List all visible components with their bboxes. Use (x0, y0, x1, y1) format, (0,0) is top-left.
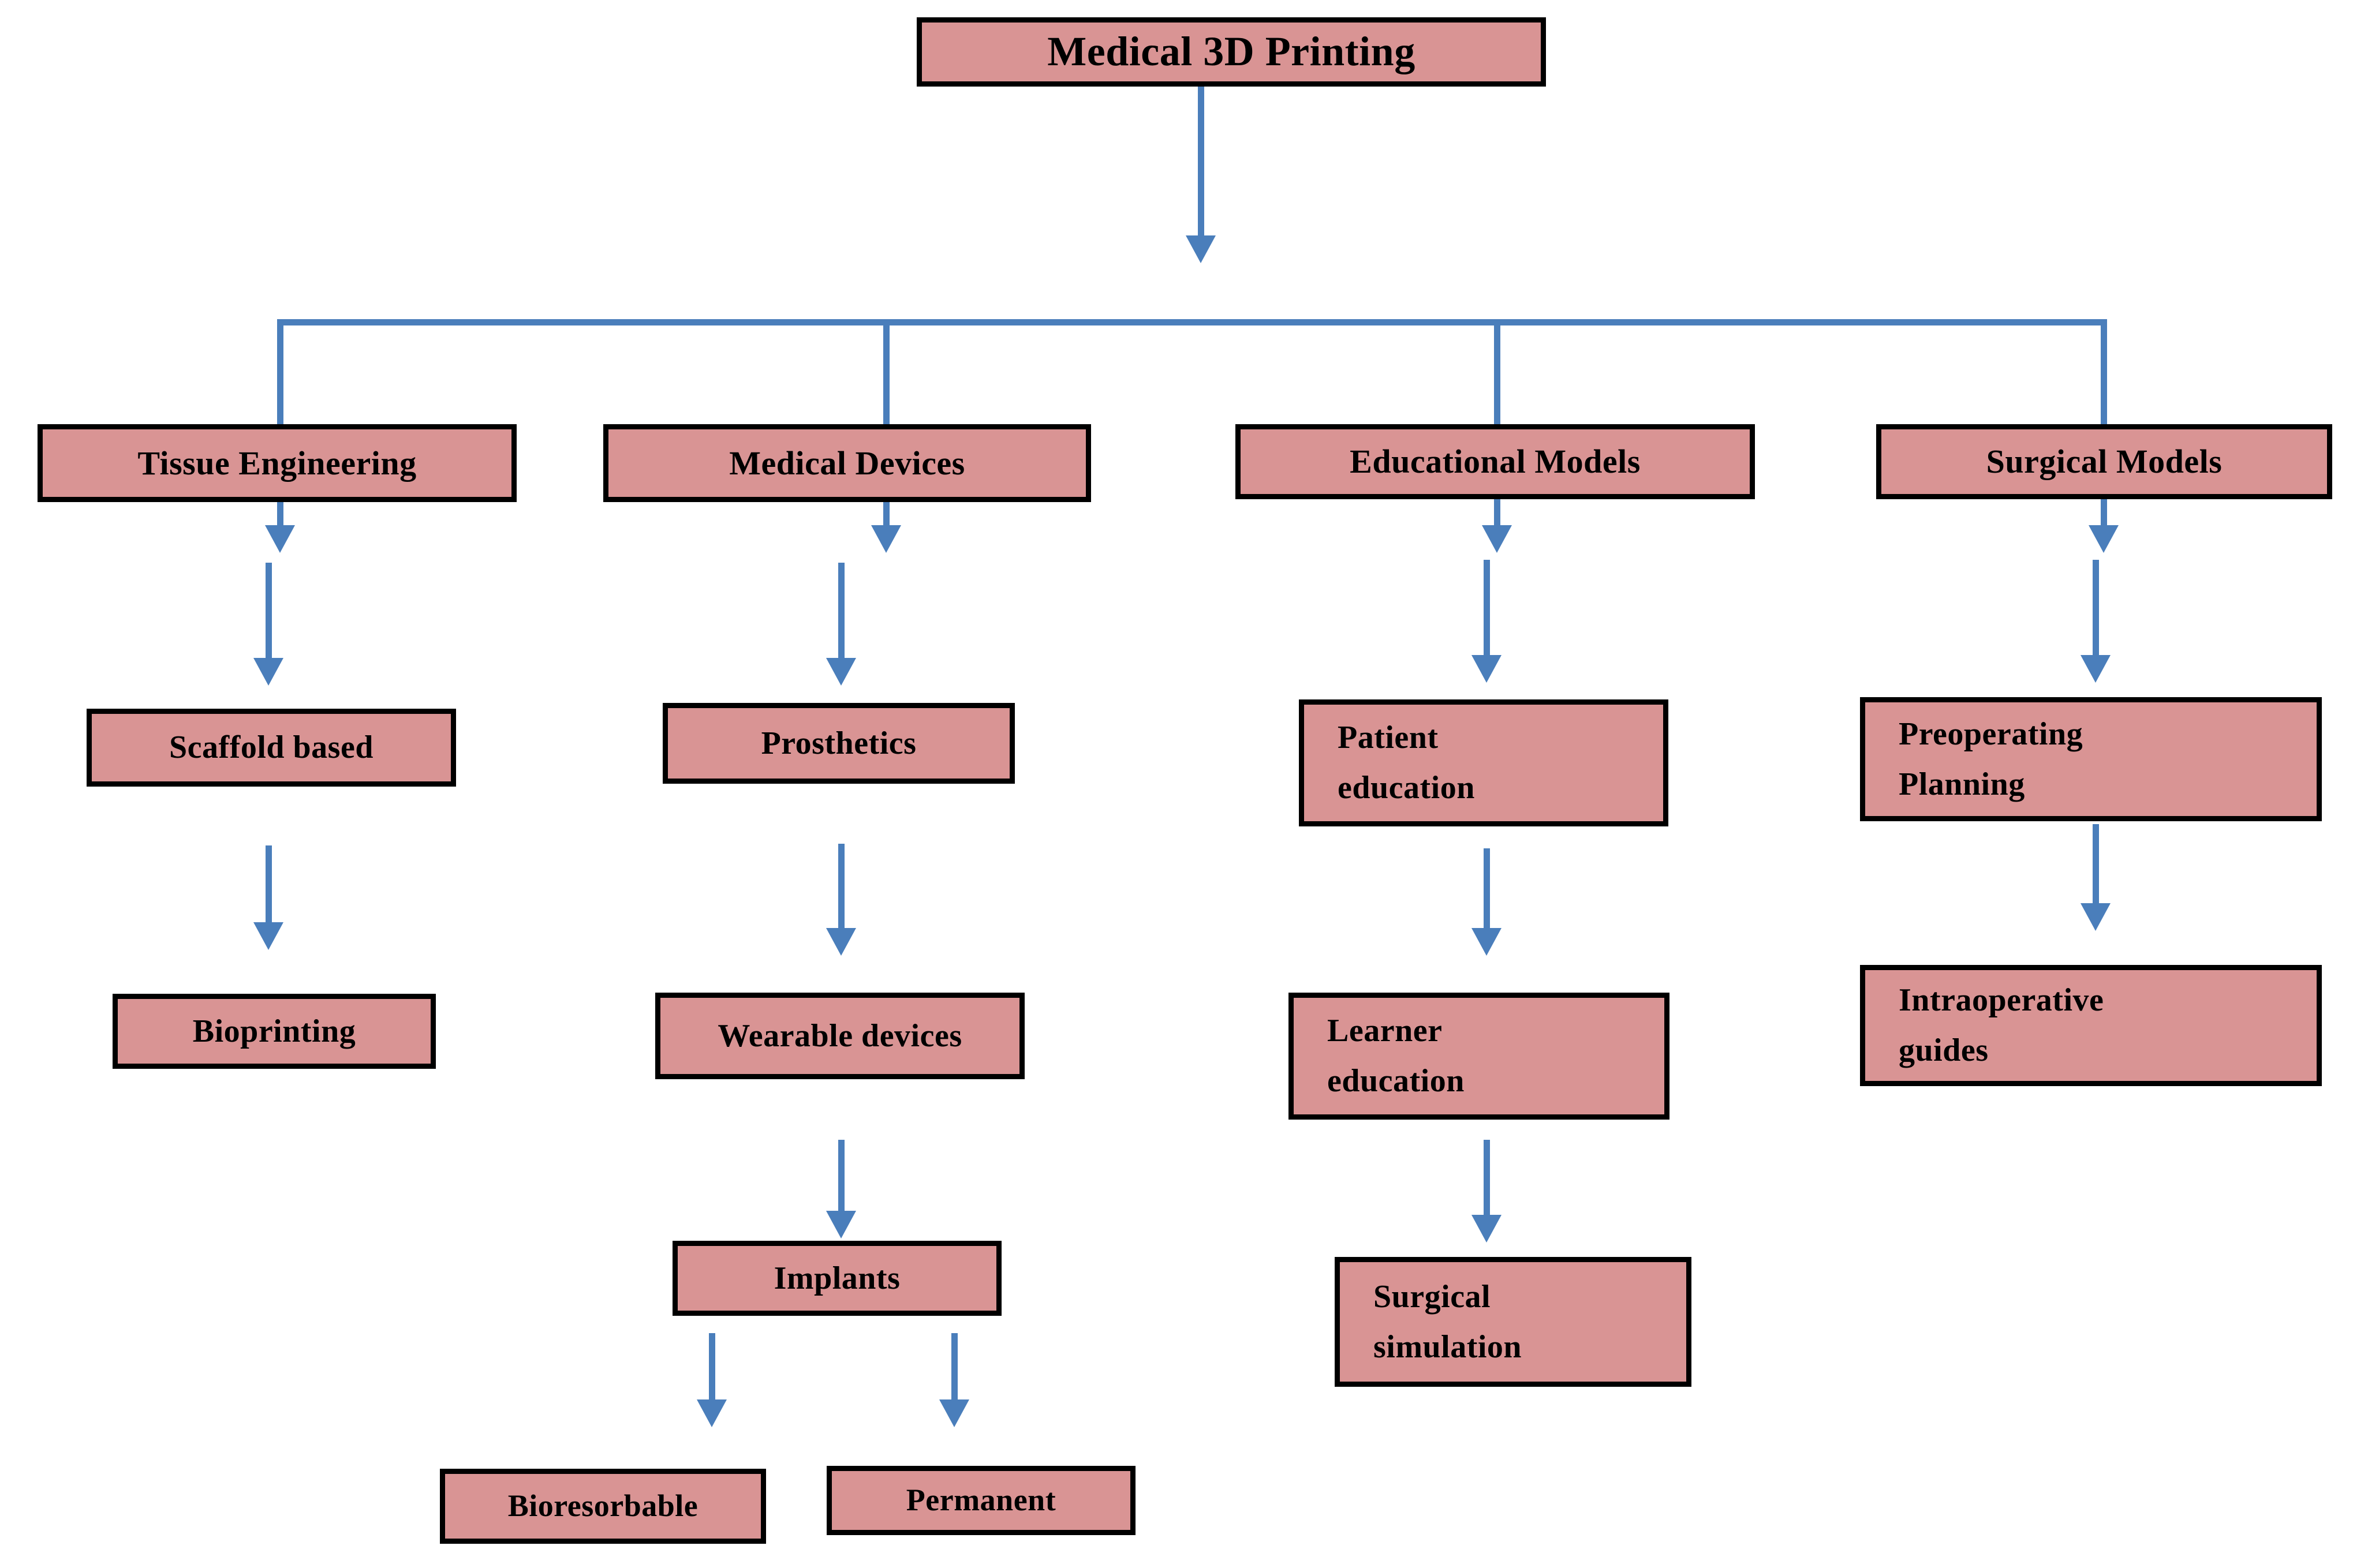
node-label: Prosthetics (761, 725, 917, 761)
node-label: Bioresorbable (507, 1488, 699, 1524)
node-preoperating-planning[interactable]: Preoperating Planning (1860, 697, 2322, 821)
arrowhead-devices-to-prosthetics (826, 658, 856, 686)
node-tissue-engineering[interactable]: Tissue Engineering (38, 424, 517, 502)
connector-education-to-patient (1484, 560, 1490, 664)
node-label: Implants (774, 1260, 901, 1296)
arrowhead-implants-to-permanent (939, 1399, 969, 1427)
node-label: Preoperating Planning (1899, 716, 2083, 802)
node-label: Medical 3D Printing (1047, 28, 1415, 75)
node-label: Surgical Models (1986, 443, 2223, 481)
arrowhead-root-stem (1186, 235, 1216, 263)
arrowhead-scaffold-to-bioprinting (253, 922, 283, 950)
node-label: Educational Models (1350, 443, 1641, 481)
node-label: Intraoperative guides (1899, 982, 2104, 1068)
connector-implants-to-permanent (951, 1333, 958, 1408)
node-medical-devices[interactable]: Medical Devices (603, 424, 1091, 502)
arrowhead-wearable-to-implants (826, 1211, 856, 1238)
node-scaffold-based[interactable]: Scaffold based (87, 709, 456, 787)
arrowhead-bus-drop-surgical (2089, 525, 2119, 553)
node-learner-education[interactable]: Learner education (1288, 993, 1669, 1120)
node-label: Permanent (906, 1483, 1056, 1518)
node-intraoperative-guides[interactable]: Intraoperative guides (1860, 965, 2322, 1086)
node-label: Surgical simulation (1373, 1278, 1522, 1365)
node-prosthetics[interactable]: Prosthetics (663, 703, 1015, 784)
connector-preop-to-intraop (2093, 824, 2099, 914)
node-bioprinting[interactable]: Bioprinting (113, 994, 436, 1069)
arrowhead-patient-to-learner (1471, 928, 1502, 956)
node-label: Wearable devices (718, 1017, 962, 1054)
arrowhead-prosthetics-to-wearable (826, 928, 856, 956)
node-label: Bioprinting (192, 1013, 356, 1049)
node-medical-3d-printing[interactable]: Medical 3D Printing (917, 17, 1546, 87)
node-label: Learner education (1327, 1013, 1465, 1099)
arrowhead-tissue-to-scaffold (253, 658, 283, 686)
arrowhead-implants-to-bioresorbable (697, 1399, 727, 1427)
node-label: Scaffold based (169, 729, 373, 766)
node-implants[interactable]: Implants (673, 1241, 1002, 1316)
connector-learner-to-simulation (1484, 1140, 1490, 1223)
arrowhead-bus-drop-devices (871, 525, 901, 553)
arrowhead-preop-to-intraop (2081, 903, 2111, 931)
node-educational-models[interactable]: Educational Models (1235, 424, 1755, 499)
node-label: Patient education (1338, 720, 1475, 806)
connector-bus-horizontal (277, 319, 2107, 325)
node-bioresorbable[interactable]: Bioresorbable (440, 1469, 766, 1544)
node-patient-education[interactable]: Patient education (1299, 699, 1668, 826)
connector-scaffold-to-bioprinting (266, 845, 272, 935)
arrowhead-bus-drop-tissue (265, 525, 295, 553)
connector-root-stem (1198, 87, 1204, 242)
arrowhead-education-to-patient (1471, 655, 1502, 683)
connector-surgical-to-preop (2093, 560, 2099, 664)
node-label: Medical Devices (729, 444, 965, 482)
arrowhead-bus-drop-education (1482, 525, 1512, 553)
arrowhead-learner-to-simulation (1471, 1215, 1502, 1243)
connector-wearable-to-implants (838, 1140, 845, 1221)
node-surgical-simulation[interactable]: Surgical simulation (1335, 1257, 1691, 1387)
node-permanent[interactable]: Permanent (827, 1466, 1136, 1535)
arrowhead-surgical-to-preop (2081, 655, 2111, 683)
connector-tissue-to-scaffold (266, 563, 272, 667)
connector-devices-to-prosthetics (838, 563, 845, 667)
connector-patient-to-learner (1484, 848, 1490, 938)
node-wearable-devices[interactable]: Wearable devices (655, 993, 1025, 1079)
node-surgical-models[interactable]: Surgical Models (1876, 424, 2332, 499)
node-label: Tissue Engineering (137, 444, 417, 482)
connector-implants-to-bioresorbable (709, 1333, 715, 1408)
connector-prosthetics-to-wearable (838, 844, 845, 939)
